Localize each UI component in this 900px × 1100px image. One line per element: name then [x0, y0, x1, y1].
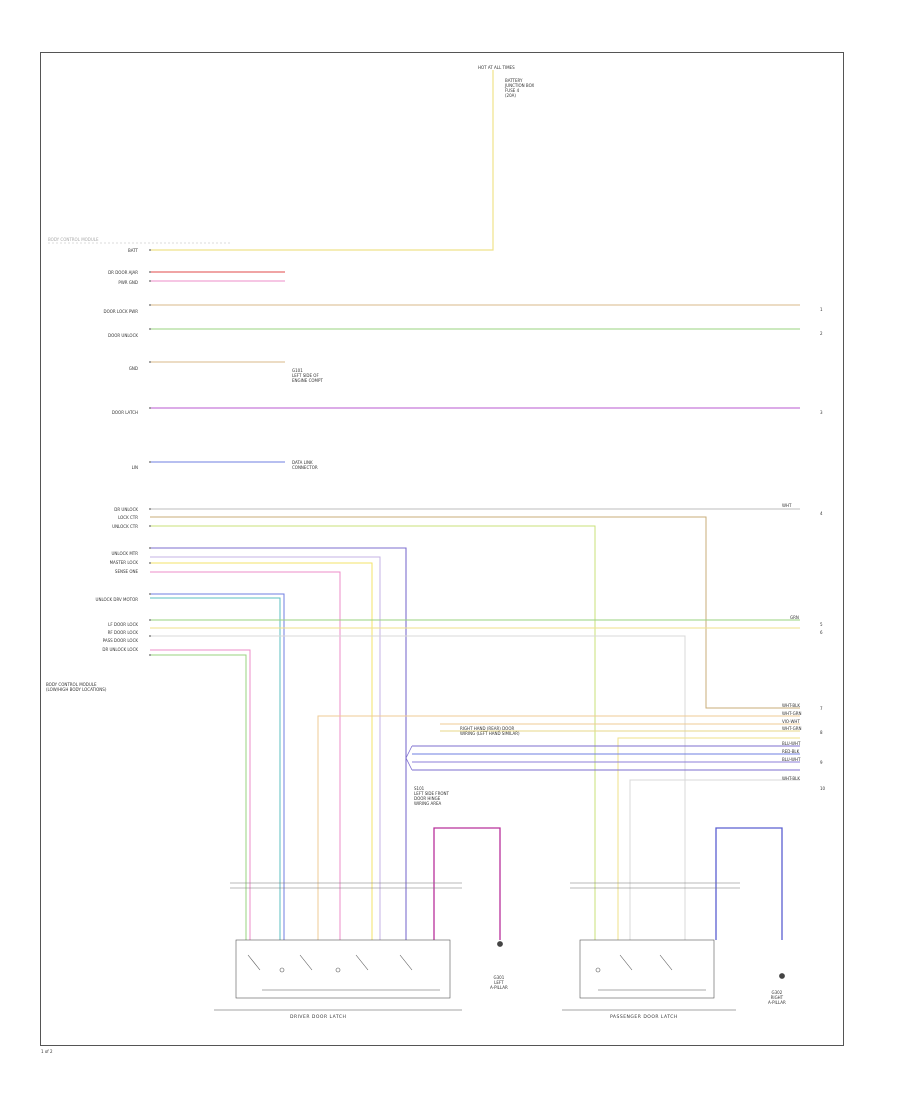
- port-number: 10: [820, 786, 826, 791]
- pin-label: DR UNLOCK: [114, 507, 138, 512]
- port-number: 8: [820, 730, 823, 735]
- pin-label: SENSE ONE: [114, 569, 138, 574]
- pin-label: DR DOOR AJAR: [108, 270, 138, 275]
- pin-label: DOOR LOCK PWR: [103, 309, 139, 314]
- driver-latch-label: DRIVER DOOR LATCH: [290, 1015, 347, 1020]
- pin-label: GND: [128, 366, 138, 371]
- driver-connector: [230, 882, 462, 889]
- loop-passenger: [715, 827, 783, 940]
- passenger-latch-label: PASSENGER DOOR LATCH: [610, 1015, 678, 1020]
- passenger-ground-label: G302 RIGHT A-PILLAR: [768, 990, 786, 1005]
- pin-label: LOCK CTR: [118, 515, 138, 520]
- port-number: 3: [820, 410, 823, 415]
- driver-latch: [235, 939, 451, 999]
- right-label: BLU-WHT: [782, 741, 801, 746]
- right-label: WHT-GRN: [782, 726, 802, 731]
- pin-label: BATT: [128, 248, 138, 253]
- port-number: 9: [820, 760, 823, 765]
- driver-ground-label: G301 LEFT A-PILLAR: [490, 975, 508, 990]
- tail-note: S101 LEFT SIDE FRONT DOOR HINGE WIRING A…: [414, 786, 449, 806]
- wire-lavender: [150, 556, 381, 940]
- wire-batt-feed: [300, 70, 494, 251]
- wire-lime: [150, 525, 596, 940]
- ground-note-1: G101 LEFT SIDE OF ENGINE COMPT: [292, 368, 323, 383]
- pin-label: MASTER LOCK: [109, 560, 138, 565]
- port-number: 5: [820, 622, 823, 627]
- right-label: RED-BLK: [782, 749, 800, 754]
- port-number: 7: [820, 706, 823, 711]
- pin-label: DR UNLOCK LOCK: [102, 647, 138, 652]
- splice-note: RIGHT HAND (REAR) DOOR WIRING (LEFT HAND…: [460, 726, 520, 736]
- port-number: 2: [820, 331, 823, 336]
- passenger-connector: [570, 882, 740, 889]
- pin-label: PASS DOOR LOCK: [102, 638, 138, 643]
- loop-driver: [433, 827, 501, 940]
- pin-label: LF DOOR LOCK: [108, 622, 138, 627]
- pin-label: DOOR UNLOCK: [108, 333, 138, 338]
- wire-blue: [150, 593, 285, 940]
- wire-green-3: [150, 654, 247, 940]
- right-label: WHT-GRN: [782, 711, 802, 716]
- diagram-frame: [40, 52, 844, 1046]
- pin-label: UNLOCK MTR: [111, 551, 138, 556]
- port-number: 4: [820, 511, 823, 516]
- right-label: VIO-WHT: [782, 719, 800, 724]
- bundle-1: [317, 715, 800, 940]
- page-number: 1 of 2: [41, 1049, 53, 1054]
- wire-yellow: [150, 562, 373, 940]
- bundle-4: [617, 737, 800, 940]
- wire-pink-3: [150, 649, 251, 940]
- wire-pink-2: [150, 571, 341, 940]
- pin-label: PWR GND: [118, 280, 138, 285]
- module-title: BODY CONTROL MODULE: [48, 237, 99, 242]
- right-label: BLU-WHT: [782, 757, 801, 762]
- wire-tan: [150, 516, 800, 709]
- wire-violet: [150, 547, 407, 940]
- pin-label: UNLOCK DRV MOTOR: [95, 597, 138, 602]
- right-label: GRN: [790, 615, 799, 620]
- port-number: 1: [820, 307, 823, 312]
- top-source: HOT AT ALL TIMES: [478, 65, 515, 70]
- right-label: WHT-BLK: [782, 703, 800, 708]
- right-label: WHT: [782, 503, 792, 508]
- pin-label: DOOR LATCH: [111, 410, 138, 415]
- top-source-note: BATTERY JUNCTION BOX FUSE 4 (20A): [505, 78, 535, 98]
- passenger-latch: [579, 939, 715, 999]
- port-number: 6: [820, 630, 823, 635]
- module-pins: [149, 249, 151, 656]
- pin-label: RF DOOR LOCK: [107, 630, 138, 635]
- pin-label: LIN: [131, 465, 138, 470]
- module-note: BODY CONTROL MODULE (LOW/HIGH BODY LOCAT…: [46, 682, 107, 692]
- ground-note-2: DATA LINK CONNECTOR: [292, 460, 318, 470]
- driver-ground-icon: [497, 941, 503, 947]
- pin-label: UNLOCK CTR: [112, 524, 138, 529]
- bundle-9: [629, 779, 800, 940]
- splice-curve: [405, 745, 413, 771]
- wire-cyan: [150, 597, 281, 940]
- wire-gray-2: [150, 635, 686, 940]
- right-label: WHT-BLK: [782, 776, 800, 781]
- passenger-ground-icon: [779, 973, 785, 979]
